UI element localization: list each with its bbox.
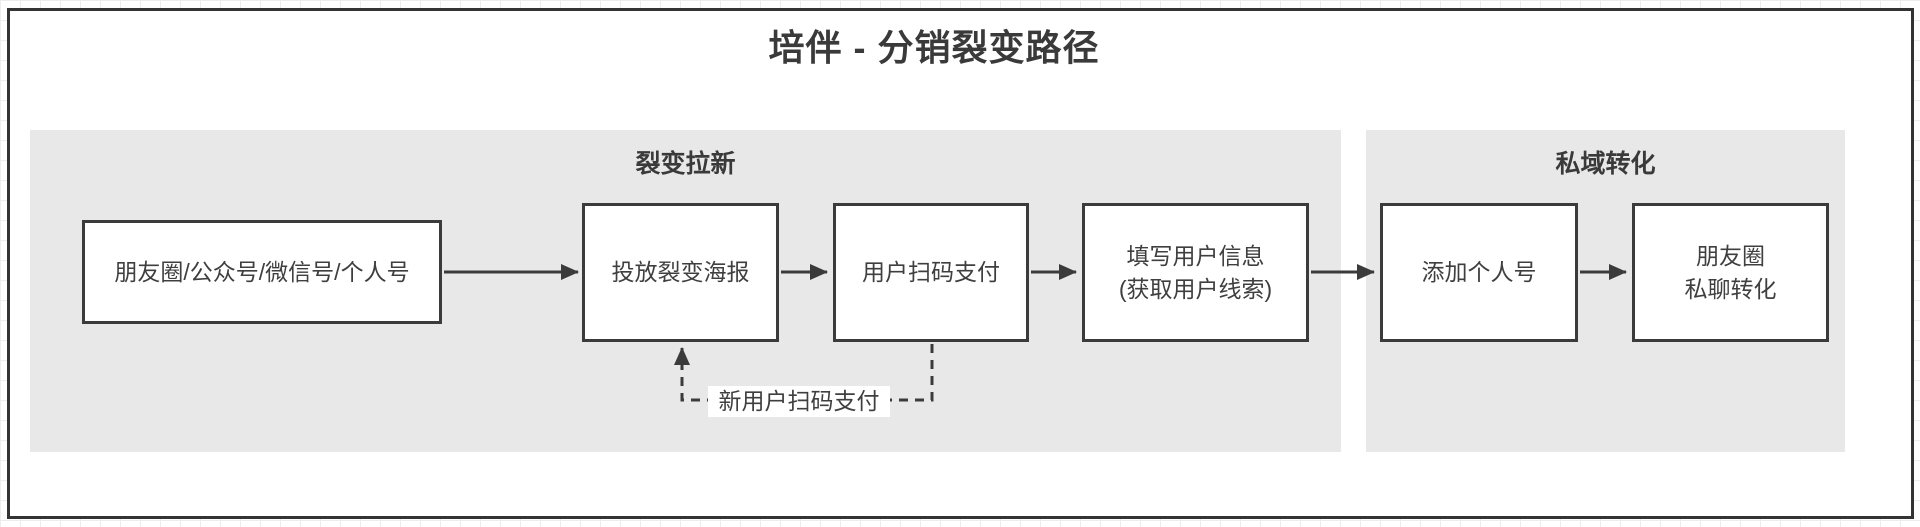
node-moments[interactable]: 朋友圈 私聊转化 xyxy=(1632,203,1829,342)
node-poster[interactable]: 投放裂变海报 xyxy=(582,203,779,342)
node-scan-pay[interactable]: 用户扫码支付 xyxy=(833,203,1029,342)
node-moments-line1: 朋友圈 xyxy=(1696,243,1765,270)
node-scan-pay-label: 用户扫码支付 xyxy=(862,259,1000,286)
section-private-label: 私域转化 xyxy=(1555,150,1656,178)
node-add-personal-label: 添加个人号 xyxy=(1421,259,1537,286)
node-add-personal[interactable]: 添加个人号 xyxy=(1380,203,1578,342)
diagram-title[interactable]: 培伴 - 分销裂变路径 xyxy=(768,27,1100,68)
feedback-edge-label[interactable]: 新用户扫码支付 xyxy=(708,386,890,417)
node-moments-line2: 私聊转化 xyxy=(1684,275,1777,302)
node-user-info-line2: (获取用户线索) xyxy=(1118,275,1273,302)
node-channels[interactable]: 朋友圈/公众号/微信号/个人号 xyxy=(82,220,442,324)
node-user-info[interactable]: 填写用户信息 (获取用户线索) xyxy=(1082,203,1309,342)
node-poster-label: 投放裂变海报 xyxy=(611,259,750,286)
node-channels-label: 朋友圈/公众号/微信号/个人号 xyxy=(114,258,410,285)
section-fission-label: 裂变拉新 xyxy=(635,150,736,178)
node-user-info-line1: 填写用户信息 xyxy=(1126,243,1265,270)
